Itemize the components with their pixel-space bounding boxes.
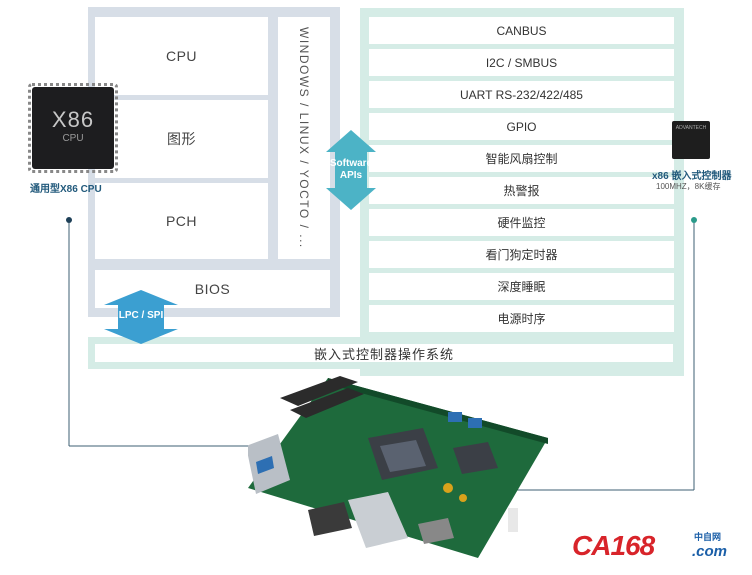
software-apis-arrow-icon [326, 130, 376, 210]
os-list-block: WINDOWS / LINUX / YOCTO / ... [278, 17, 330, 259]
bios-label: BIOS [194, 281, 231, 297]
graphics-label: 图形 [167, 131, 196, 147]
controller-feature-label: 电源时序 [497, 312, 546, 326]
controller-os-bar: 嵌入式控制器操作系统 [88, 337, 680, 369]
controller-feature-row: I2C / SMBUS [369, 49, 674, 76]
controller-feature-row: 电源时序 [369, 305, 674, 332]
mcu-chip-brand: ADVANTECH [675, 125, 707, 131]
controller-feature-label: 看门狗定时器 [485, 248, 558, 262]
mcu-chip-subcaption: 100MHZ，8K缓存 [656, 182, 721, 191]
pch-label: PCH [165, 213, 198, 229]
controller-feature-label: UART RS-232/422/485 [460, 87, 583, 102]
controller-feature-row: 深度睡眠 [369, 273, 674, 300]
controller-feature-label: 智能风扇控制 [485, 152, 558, 166]
ca168-logo: CA168 中自网 .com [572, 530, 742, 564]
controller-feature-row: 看门狗定时器 [369, 241, 674, 268]
controller-os-label: 嵌入式控制器操作系统 [313, 346, 454, 362]
mcu-chip-caption: x86 嵌入式控制器 [652, 171, 732, 182]
controller-feature-row: CANBUS [369, 17, 674, 44]
pch-block: PCH [95, 183, 268, 259]
controller-feature-row: 硬件监控 [369, 209, 674, 236]
cpu-chip-label-sub: CPU [62, 133, 84, 144]
motherboard-illustration [248, 376, 548, 558]
graphics-block: 图形 [95, 100, 268, 178]
os-list-label: WINDOWS / LINUX / YOCTO / ... [297, 27, 311, 249]
controller-feature-row: GPIO [369, 113, 674, 140]
controller-feature-label: I2C / SMBUS [485, 55, 558, 70]
embedded-controller-chip-icon: ADVANTECH [672, 121, 710, 159]
cpu-chip-caption: 通用型X86 CPU [30, 184, 102, 195]
cpu-label: CPU [165, 48, 198, 64]
controller-feature-label: GPIO [506, 119, 537, 134]
controller-feature-label: 热警报 [503, 184, 540, 198]
cpu-chip-label-main: X86 [51, 107, 95, 132]
software-apis-label: Software APIs [329, 158, 373, 181]
controller-feature-label: CANBUS [496, 23, 547, 38]
cpu-block: CPU [95, 17, 268, 95]
logo-main-text: CA168 [572, 530, 655, 561]
controller-feature-row: 智能风扇控制 [369, 145, 674, 172]
lpc-spi-label: LPC / SPI [118, 310, 164, 321]
logo-com-text: .com [692, 543, 728, 560]
lpc-spi-arrow-icon [104, 290, 178, 344]
controller-feature-row: UART RS-232/422/485 [369, 81, 674, 108]
controller-feature-row: 热警报 [369, 177, 674, 204]
x86-cpu-chip-icon: X86 CPU [28, 83, 118, 173]
logo-cn-text: 中自网 [694, 532, 722, 542]
controller-feature-label: 深度睡眠 [497, 280, 546, 294]
bios-block: BIOS [95, 270, 330, 308]
controller-feature-label: 硬件监控 [497, 216, 546, 230]
